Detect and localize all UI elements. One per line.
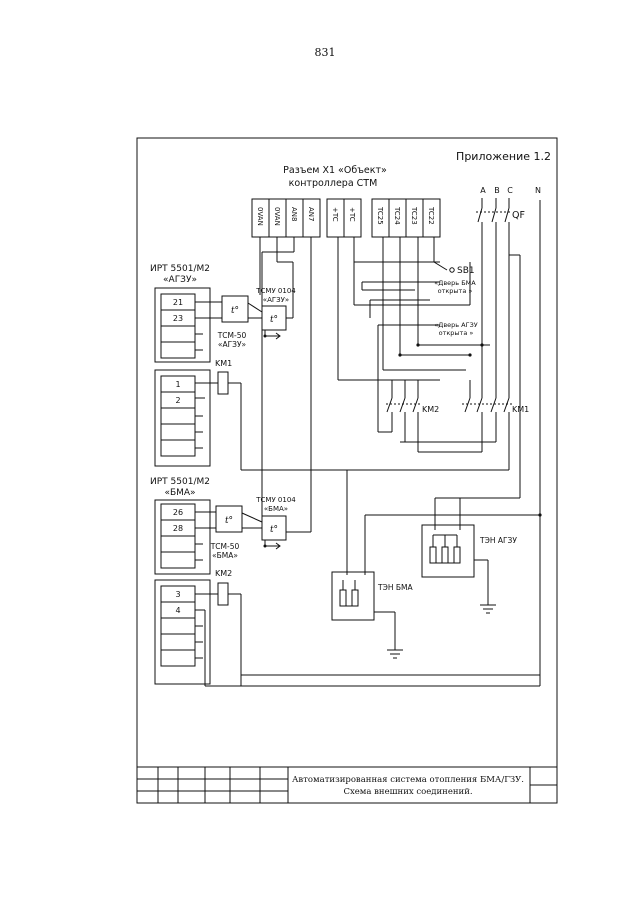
sb1-terminal (449, 267, 455, 273)
svg-text:t°: t° (225, 516, 233, 526)
phase-c-label: C (507, 186, 513, 195)
irt-agzu-title: ИРТ 5501/М2 (150, 264, 210, 274)
irt-agzu-subtitle: «АГЗУ» (163, 275, 197, 285)
km1-terminals: 1 2 (160, 375, 203, 457)
connector-tc-common-block: +TC +TC (326, 198, 362, 238)
power-wiring (346, 254, 542, 575)
terminal-label: 28 (173, 524, 183, 533)
km1-switch-label: KM1 (512, 405, 529, 414)
phase-a-label: A (480, 186, 486, 195)
door-bma-label-2: открыта » (438, 287, 473, 295)
tsm-agzu-label: ТСМ-50 (217, 331, 247, 340)
pin-label: TC25 (376, 206, 384, 225)
terminal-label: 23 (173, 314, 183, 323)
tsmu-bma-transducer: t° (241, 512, 287, 550)
heater-agzu (421, 524, 496, 614)
km1-contactor-symbol (462, 380, 512, 470)
pin-label: AN7 (307, 207, 315, 221)
tsm-agzu-sensor: t° (203, 295, 249, 323)
appendix-label: Приложение 1.2 (456, 150, 551, 163)
neutral-label: N (535, 186, 541, 195)
tsm-bma-sensor: t° (203, 505, 243, 533)
terminal-label: 3 (175, 590, 180, 599)
heater-bma (331, 571, 403, 659)
terminal-label: 2 (175, 396, 180, 405)
pin-label: AN8 (290, 207, 298, 221)
door-agzu-label: «Дверь АГЗУ (434, 321, 477, 329)
connector-tc-block: TC25 TC24 TC23 TC22 (371, 198, 441, 238)
km2-coil-label: KM2 (215, 569, 232, 578)
pin-label: +TC (348, 207, 356, 222)
terminal-label: 1 (175, 380, 180, 389)
irt-bma-frame (154, 499, 211, 575)
title-block (137, 766, 557, 803)
km2-block-frame (154, 579, 211, 685)
terminal-label: 4 (175, 606, 180, 615)
tsmu-agzu-label: ТСМУ 0104 (255, 287, 296, 295)
km2-terminals: 3 4 (160, 585, 203, 667)
pin-label: 0VAN (273, 207, 281, 226)
tc-wiring (337, 237, 490, 381)
km2-contactor-symbol (386, 380, 420, 452)
heater-bma-label: ТЭН БМА (377, 583, 413, 592)
tsm-bma-label-2: «БМА» (212, 551, 238, 560)
irt-agzu-frame (154, 287, 211, 363)
irt-bma-subtitle: «БМА» (164, 488, 195, 498)
heater-agzu-label: ТЭН АГЗУ (479, 536, 517, 545)
phase-b-label: B (494, 186, 500, 195)
door-agzu-label-2: открыта » (439, 329, 474, 337)
irt-agzu-terminals: 21 23 (160, 293, 203, 359)
connector-title: Разъем X1 «Объект» (283, 165, 387, 176)
tsmu-agzu-transducer: t° (247, 302, 293, 340)
tsmu-bma-label: ТСМУ 0104 (255, 496, 296, 504)
svg-text:t°: t° (270, 525, 278, 535)
pin-label: +TC (331, 207, 339, 222)
km1-coil-label: KM1 (215, 359, 232, 368)
tsmu-agzu-label-2: «АГЗУ» (263, 296, 289, 304)
km1-coil (217, 371, 229, 395)
km1-block-frame (154, 369, 211, 467)
qf-label: QF (512, 210, 525, 221)
pin-label: 0VAN (256, 207, 264, 226)
svg-text:t°: t° (270, 315, 278, 325)
irt-bma-terminals: 26 28 (160, 503, 203, 569)
door-bma-label: «Дверь БМА (434, 279, 476, 287)
title-line-1: Автоматизированная система отопления БМА… (292, 775, 524, 785)
title-line-2: Схема внешних соединений. (343, 787, 472, 797)
km2-switch-label: KM2 (422, 405, 439, 414)
ai-wiring (259, 237, 312, 533)
irt-bma-title: ИРТ 5501/М2 (150, 477, 210, 487)
sheet-frame (136, 137, 558, 804)
pin-label: TC22 (427, 206, 435, 225)
tsm-agzu-label-2: «АГЗУ» (218, 340, 247, 349)
tsmu-bma-label-2: «БМА» (264, 505, 288, 513)
page-number: 831 (315, 46, 336, 59)
connector-ai-block: 0VAN 0VAN AN8 AN7 (251, 198, 321, 238)
km2-coil (217, 582, 229, 606)
pin-label: TC24 (393, 206, 401, 225)
pin-label: TC23 (410, 206, 418, 225)
svg-text:t°: t° (231, 306, 239, 316)
connector-subtitle: контроллера СТМ (289, 178, 378, 189)
sb1-label: SB1 (457, 266, 475, 276)
terminal-label: 26 (173, 508, 183, 517)
terminal-label: 21 (173, 298, 183, 307)
tsm-bma-label: ТСМ-50 (210, 542, 240, 551)
qf-breaker-symbol (476, 207, 512, 223)
